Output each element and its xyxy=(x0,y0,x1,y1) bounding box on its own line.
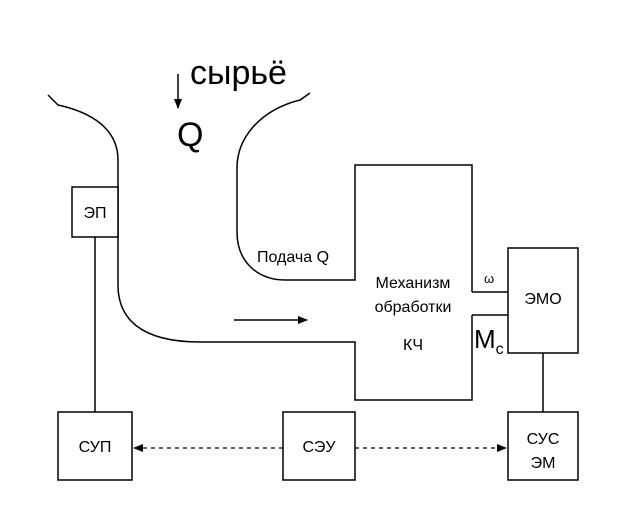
sus-em-label-line2: ЭМ xyxy=(531,455,556,472)
flow-q-label: Q xyxy=(177,116,203,154)
ep-label: ЭП xyxy=(84,205,107,222)
sus-em-block xyxy=(507,411,579,481)
mechanism-label-line2: обработки xyxy=(375,299,452,316)
sus-em-label-line1: СУС xyxy=(527,431,560,448)
mechanism-label-line1: Механизм xyxy=(376,275,451,292)
omega-label: ω xyxy=(484,271,494,286)
right-feed-path xyxy=(236,92,473,292)
sup-label: СУП xyxy=(79,439,112,456)
emo-label: ЭМО xyxy=(524,291,561,308)
left-material-path xyxy=(47,94,473,401)
seu-block xyxy=(282,411,356,481)
seu-label: СЭУ xyxy=(302,439,336,456)
mechanism-kch-label: КЧ xyxy=(403,337,423,354)
ep-block xyxy=(71,186,119,238)
sup-block xyxy=(57,411,133,481)
torque-label: Mc xyxy=(474,324,504,358)
torque-subscript: c xyxy=(496,341,504,358)
feed-label: Подача Q xyxy=(257,249,329,266)
raw-material-label: сырьё xyxy=(190,54,287,92)
